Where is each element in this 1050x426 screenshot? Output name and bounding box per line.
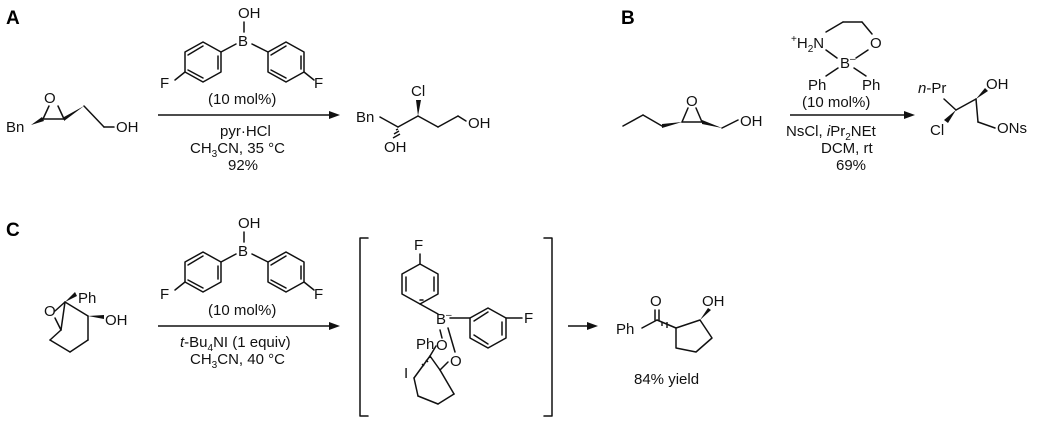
- fluorine-label: F: [414, 237, 423, 254]
- chlorine-label: Cl: [930, 122, 944, 139]
- boronic-oh-label: OH: [238, 5, 261, 22]
- arrowhead: [587, 322, 598, 330]
- epoxide-oxygen-label: O: [44, 303, 56, 320]
- product-yield: 84% yield: [634, 371, 699, 388]
- solvent-temp-line: CH3CN, 35 °C: [190, 140, 285, 160]
- reagent-line: pyr·HCl: [220, 123, 271, 140]
- wedge-bond: [662, 122, 682, 128]
- wedge-bond: [416, 100, 421, 116]
- ring-oxygen-label: O: [870, 35, 882, 52]
- nosylate-label: ONs: [997, 120, 1027, 137]
- phenyl-label: Ph: [862, 77, 880, 94]
- yield-value: 69%: [836, 157, 866, 174]
- boron-label: B: [238, 243, 248, 260]
- wedge-bond: [976, 88, 988, 99]
- phenyl-label: Ph: [416, 336, 434, 353]
- hydroxyl-label: OH: [116, 119, 139, 136]
- hydroxyl-label: OH: [468, 115, 491, 132]
- phenyl-label: Ph: [808, 77, 826, 94]
- phenyl-label: Ph: [78, 290, 96, 307]
- panel-label-c: C: [6, 220, 20, 241]
- catalyst-loading: (10 mol%): [802, 94, 870, 111]
- fluorine-label: F: [524, 310, 533, 327]
- boron-label: B–: [840, 54, 856, 72]
- fluorine-label: F: [314, 286, 323, 303]
- fluorine-label: F: [160, 286, 169, 303]
- benzyl-group-label: Bn: [356, 109, 374, 126]
- reagent-line: t-Bu4NI (1 equiv): [180, 334, 291, 354]
- panel-a-catalyst: OH B F F: [160, 5, 323, 92]
- propyl-label: n-Pr: [918, 80, 946, 97]
- boron-label: B: [238, 33, 248, 50]
- epoxide-oxygen-label: O: [44, 90, 56, 107]
- wedge-bond: [700, 308, 711, 320]
- arrowhead: [329, 322, 340, 330]
- ammonium-label: +H2N: [791, 34, 824, 55]
- panel-b-reactant: O OH: [622, 93, 763, 130]
- panel-b-catalyst: +H2N O B– Ph Ph (10 mol%): [791, 21, 882, 111]
- solvent-temp-line: CH3CN, 40 °C: [190, 351, 285, 371]
- catalyst-loading: (10 mol%): [208, 302, 276, 319]
- hydroxyl-label: OH: [740, 113, 763, 130]
- yield-value: 92%: [228, 157, 258, 174]
- wedge-bond: [64, 106, 84, 121]
- epoxide-oxygen-label: O: [686, 93, 698, 110]
- arrowhead: [904, 111, 915, 119]
- panel-c-product: O Ph OH: [616, 293, 725, 353]
- chlorine-label: Cl: [411, 83, 425, 100]
- fluorine-label: F: [314, 75, 323, 92]
- benzyl-group-label: Bn: [6, 119, 24, 136]
- wedge-bond: [88, 315, 104, 319]
- arrowhead: [329, 111, 340, 119]
- hydroxyl-label: OH: [384, 139, 407, 156]
- catalyst-loading: (10 mol%): [208, 91, 276, 108]
- panel-a-product: Bn OH Cl OH: [356, 83, 491, 156]
- panel-b-product: n-Pr Cl OH ONs: [918, 76, 1027, 139]
- panel-c-catalyst: OH B F F: [160, 215, 323, 303]
- ring-oxygen-label: O: [436, 337, 448, 354]
- wedge-bond: [65, 292, 77, 302]
- panel-c-reactant: O Ph OH: [44, 290, 128, 353]
- hydroxyl-label: OH: [105, 312, 128, 329]
- hydroxyl-label: OH: [702, 293, 725, 310]
- hydroxyl-label: OH: [986, 76, 1009, 93]
- fluorine-label: F: [160, 75, 169, 92]
- panel-label-b: B: [621, 8, 635, 29]
- boron-label: B–: [436, 310, 452, 328]
- iodine-label: I: [404, 365, 408, 382]
- wedge-bond: [944, 110, 956, 123]
- reagent-line: NsCl, iPr2NEt: [786, 123, 877, 143]
- boronic-oh-label: OH: [238, 215, 261, 232]
- panel-label-a: A: [6, 8, 20, 29]
- wedge-bond: [702, 120, 722, 128]
- carbonyl-oxygen-label: O: [650, 293, 662, 310]
- panel-a-reactant: Bn O OH: [6, 90, 139, 136]
- wedge-bond: [31, 117, 44, 125]
- ring-oxygen-label: O: [450, 353, 462, 370]
- borinate-intermediate: F B– F Ph O O I: [401, 237, 533, 405]
- solvent-temp-line: DCM, rt: [821, 140, 873, 157]
- intermediate-brackets: [359, 237, 553, 417]
- phenyl-label: Ph: [616, 321, 634, 338]
